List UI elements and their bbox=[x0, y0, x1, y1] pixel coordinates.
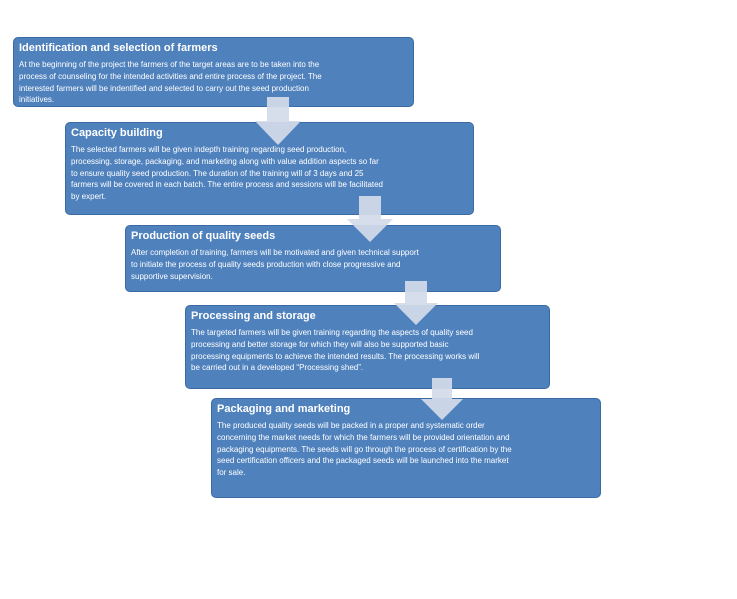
step-description: The selected farmers will be given indep… bbox=[71, 145, 384, 202]
step-title: Capacity building bbox=[71, 127, 163, 139]
step-description: At the beginning of the project the farm… bbox=[19, 60, 322, 105]
step-description: The targeted farmers will be given train… bbox=[191, 328, 480, 373]
down-arrow-icon bbox=[347, 196, 393, 242]
step-box-identification: Identification and selection of farmers … bbox=[13, 37, 414, 107]
down-arrow-icon bbox=[394, 281, 438, 325]
step-box-capacity-building: Capacity building The selected farmers w… bbox=[65, 122, 474, 215]
step-box-packaging-marketing: Packaging and marketing The produced qua… bbox=[211, 398, 601, 498]
step-title: Packaging and marketing bbox=[217, 403, 351, 415]
step-description: The produced quality seeds will be packe… bbox=[217, 421, 512, 478]
step-description: After completion of training, farmers wi… bbox=[131, 248, 419, 281]
down-arrow-icon bbox=[255, 97, 301, 145]
step-title: Production of quality seeds bbox=[131, 230, 276, 242]
step-title: Processing and storage bbox=[191, 310, 316, 322]
step-title: Identification and selection of farmers bbox=[19, 42, 218, 54]
down-arrow-icon bbox=[421, 378, 463, 420]
step-box-processing-storage: Processing and storage The targeted farm… bbox=[185, 305, 550, 389]
step-box-production: Production of quality seeds After comple… bbox=[125, 225, 501, 292]
